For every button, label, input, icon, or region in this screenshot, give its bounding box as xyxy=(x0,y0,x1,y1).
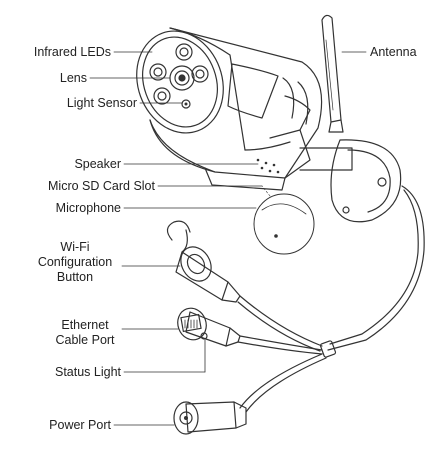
label-wifi-configuration-button: Wi-Fi Configuration Button xyxy=(30,240,120,285)
microphone-detail-graphic xyxy=(254,186,314,254)
cable-graphic xyxy=(238,186,424,412)
label-ethernet-line-2: Cable Port xyxy=(48,333,122,348)
label-micro-sd-card-slot: Micro SD Card Slot xyxy=(48,179,155,193)
label-wifi-line-3: Button xyxy=(30,270,120,285)
label-lens: Lens xyxy=(60,71,87,85)
label-wifi-line-1: Wi-Fi xyxy=(30,240,120,255)
label-light-sensor: Light Sensor xyxy=(67,96,137,110)
label-speaker: Speaker xyxy=(74,157,121,171)
label-antenna: Antenna xyxy=(370,45,417,59)
label-power-port: Power Port xyxy=(49,418,111,432)
lens-face-graphic xyxy=(123,19,238,145)
antenna-graphic xyxy=(322,15,343,132)
label-status-light: Status Light xyxy=(55,365,121,379)
label-wifi-line-2: Configuration xyxy=(30,255,120,270)
label-ethernet-line-1: Ethernet xyxy=(48,318,122,333)
label-ethernet-cable-port: Ethernet Cable Port xyxy=(48,318,122,348)
label-microphone: Microphone xyxy=(56,201,121,215)
wifi-button-graphic xyxy=(167,221,240,302)
mount-bracket-graphic xyxy=(300,140,401,222)
ethernet-port-graphic xyxy=(173,304,240,346)
label-infrared-leds: Infrared LEDs xyxy=(34,45,111,59)
power-port-graphic xyxy=(174,402,246,434)
